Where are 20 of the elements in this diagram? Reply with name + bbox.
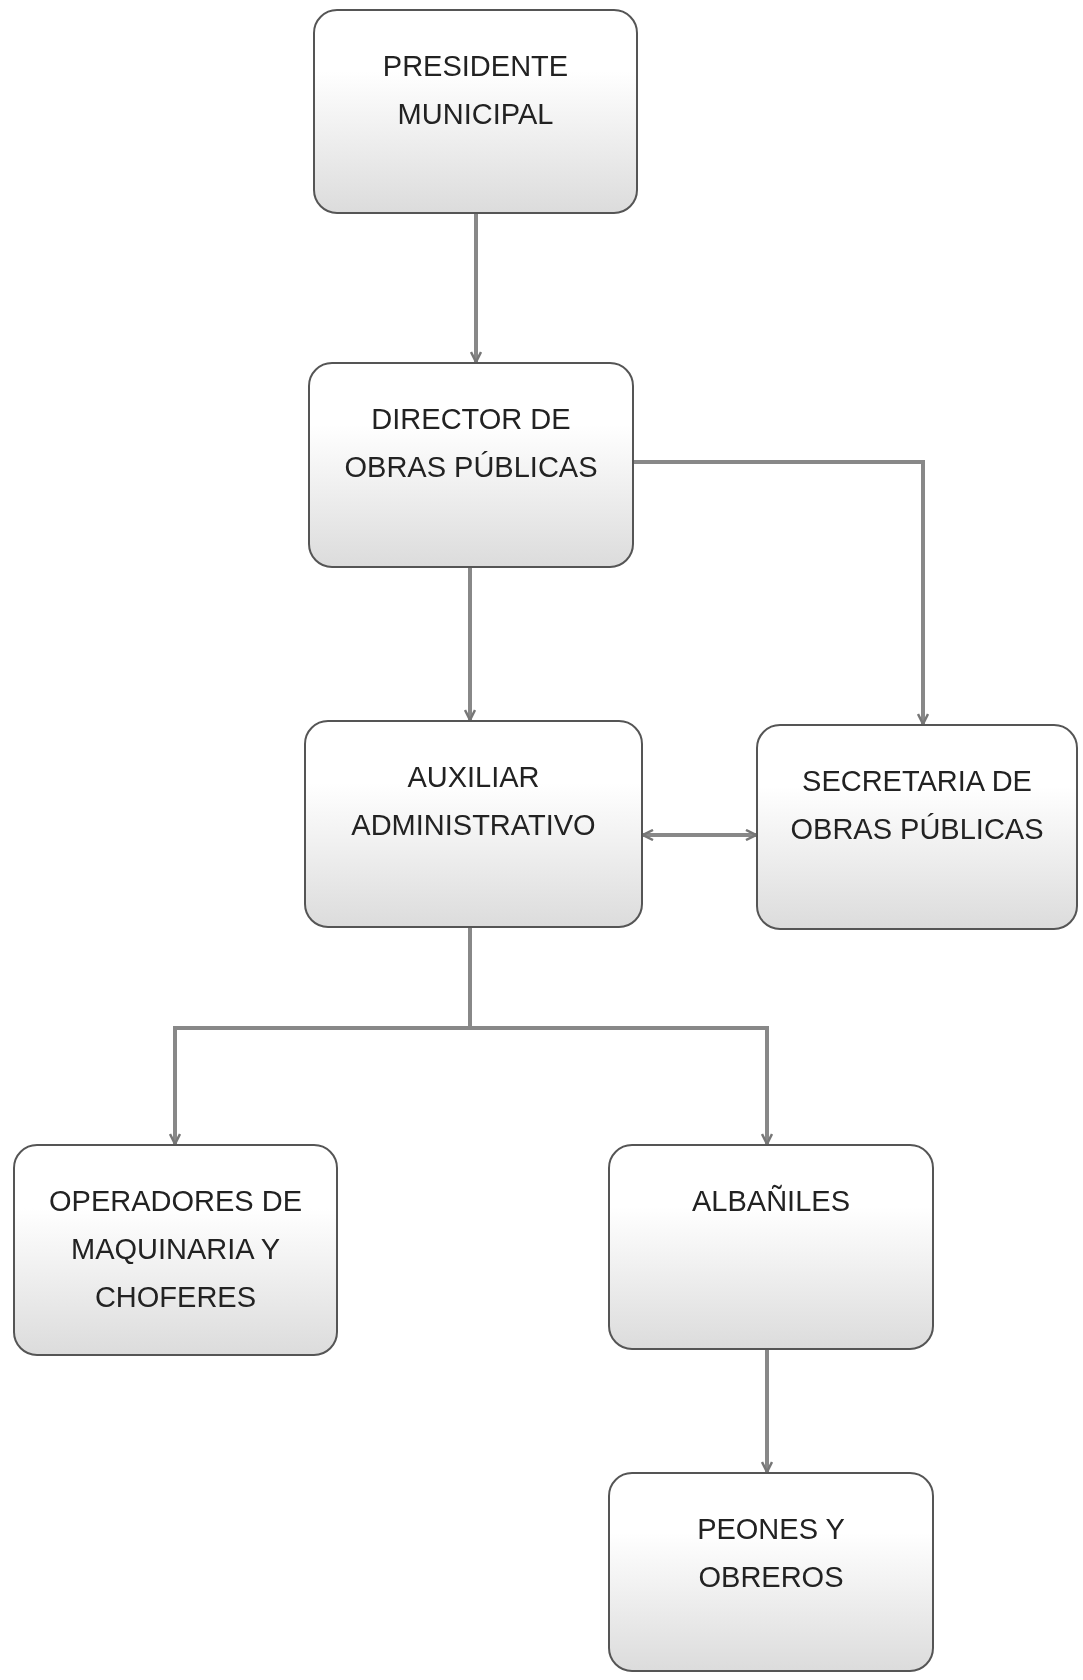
role-title: AUXILIAR ADMINISTRATIVO: [350, 760, 597, 843]
role-title: OPERADORES DE MAQUINARIA Y CHOFERES: [48, 1184, 303, 1315]
arrow: [469, 214, 483, 364]
org-box: [308, 362, 634, 568]
arrow: [760, 1350, 774, 1474]
role-title: PRESIDENTE MUNICIPAL: [381, 49, 570, 132]
org-box: [304, 720, 643, 928]
arrow: [463, 568, 477, 722]
arrow: [641, 828, 758, 842]
org-box: [608, 1472, 934, 1672]
org-box: [13, 1144, 338, 1356]
org-box: [756, 724, 1078, 930]
org-box: [608, 1144, 934, 1350]
role-title: ALBAÑILES: [692, 1183, 850, 1219]
arrow: [468, 928, 774, 1146]
role-title: PEONES Y OBREROS: [696, 1512, 846, 1595]
role-title: DIRECTOR DE OBRAS PÚBLICAS: [343, 402, 599, 485]
role-title: SECRETARIA DE OBRAS PÚBLICAS: [789, 764, 1045, 847]
org-box: [313, 9, 638, 214]
arrow: [634, 460, 930, 726]
